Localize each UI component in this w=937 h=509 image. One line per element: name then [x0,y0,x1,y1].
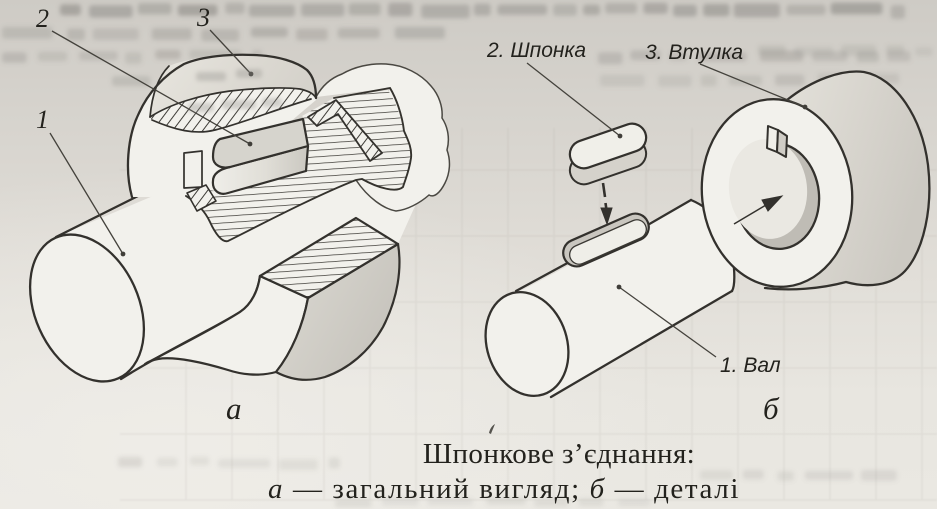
figa-keyway [183,150,217,212]
figure-a-drawing: 2 3 1 а [28,3,451,426]
figa-keyway-section [186,184,217,212]
figb-bushing-bore [728,139,821,251]
figa-bleedthrough-overlay [188,69,282,112]
figa-subcaption: а [226,391,242,426]
figb-bushing-notch [766,125,788,158]
figa-number-3: 3 [196,3,210,32]
caption-detail: а — загальний вигляд; б — деталі [268,473,740,505]
figa-number-1: 1 [36,105,49,134]
figa-key-top-face [211,117,310,169]
figb-insert-arrow [600,182,613,226]
figb-subcaption: б [763,391,780,426]
figa-hub-bottom [143,216,401,381]
figb-label-key: 2. Шпонка [486,39,586,62]
figure-caption: Шпонкове з’єднання: а — загальний вигляд… [268,424,740,505]
figa-callouts: 2 3 1 [36,3,254,257]
figb-key [568,122,648,186]
figb-key-top-face [568,122,648,170]
figb-callouts: 2. Шпонка 3. Втулка 1. Вал [486,39,808,377]
figa-hub-section-band [307,99,383,162]
figure-b-drawing: 2. Шпонка 3. Втулка 1. Вал б [484,39,931,426]
figa-key [211,117,310,195]
caption-detail-b: б [590,473,606,505]
figa-number-2: 2 [36,4,49,33]
figb-shaft-slot [562,212,650,268]
figa-key-front-face [211,144,310,195]
caption-detail-a: а [268,473,284,505]
figb-shaft [484,198,736,399]
figb-bore-arrow [733,195,784,225]
caption-detail-mid: — загальний вигляд; [284,473,589,505]
figa-hub-outer-surface [150,54,316,117]
caption-mark [489,424,495,434]
figb-bushing [700,70,931,291]
caption-detail-tail: — деталі [606,473,740,505]
caption-title: Шпонкове з’єднання: [423,438,695,470]
figa-hub-bottom-surface [274,242,401,381]
figb-label-bushing: 3. Втулка [645,41,743,64]
figb-label-shaft: 1. Вал [720,354,781,377]
